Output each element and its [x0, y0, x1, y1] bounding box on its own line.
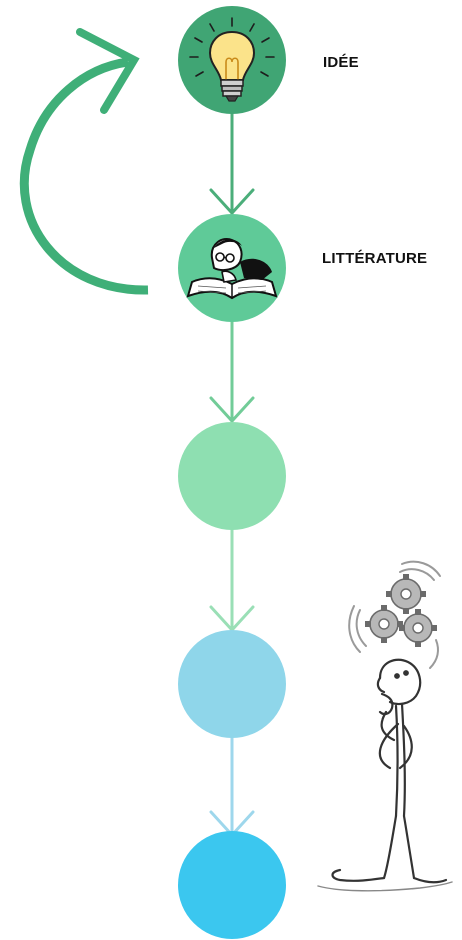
connector-4 [211, 738, 253, 835]
step-litterature [178, 214, 286, 322]
step-label-idee: IDÉE [323, 54, 359, 71]
connector-2 [211, 322, 253, 421]
step-idee [178, 6, 286, 114]
connector-3 [211, 529, 253, 630]
thinking-stick-figure-icon [318, 660, 452, 891]
connector-1 [211, 113, 253, 213]
step-5-circle [178, 831, 286, 939]
gears-icon [349, 562, 440, 668]
step-4-circle [178, 630, 286, 738]
step-3-circle [178, 422, 286, 530]
step-label-litterature: LITTÉRATURE [322, 250, 427, 267]
feedback-loop-arrow [24, 32, 148, 290]
